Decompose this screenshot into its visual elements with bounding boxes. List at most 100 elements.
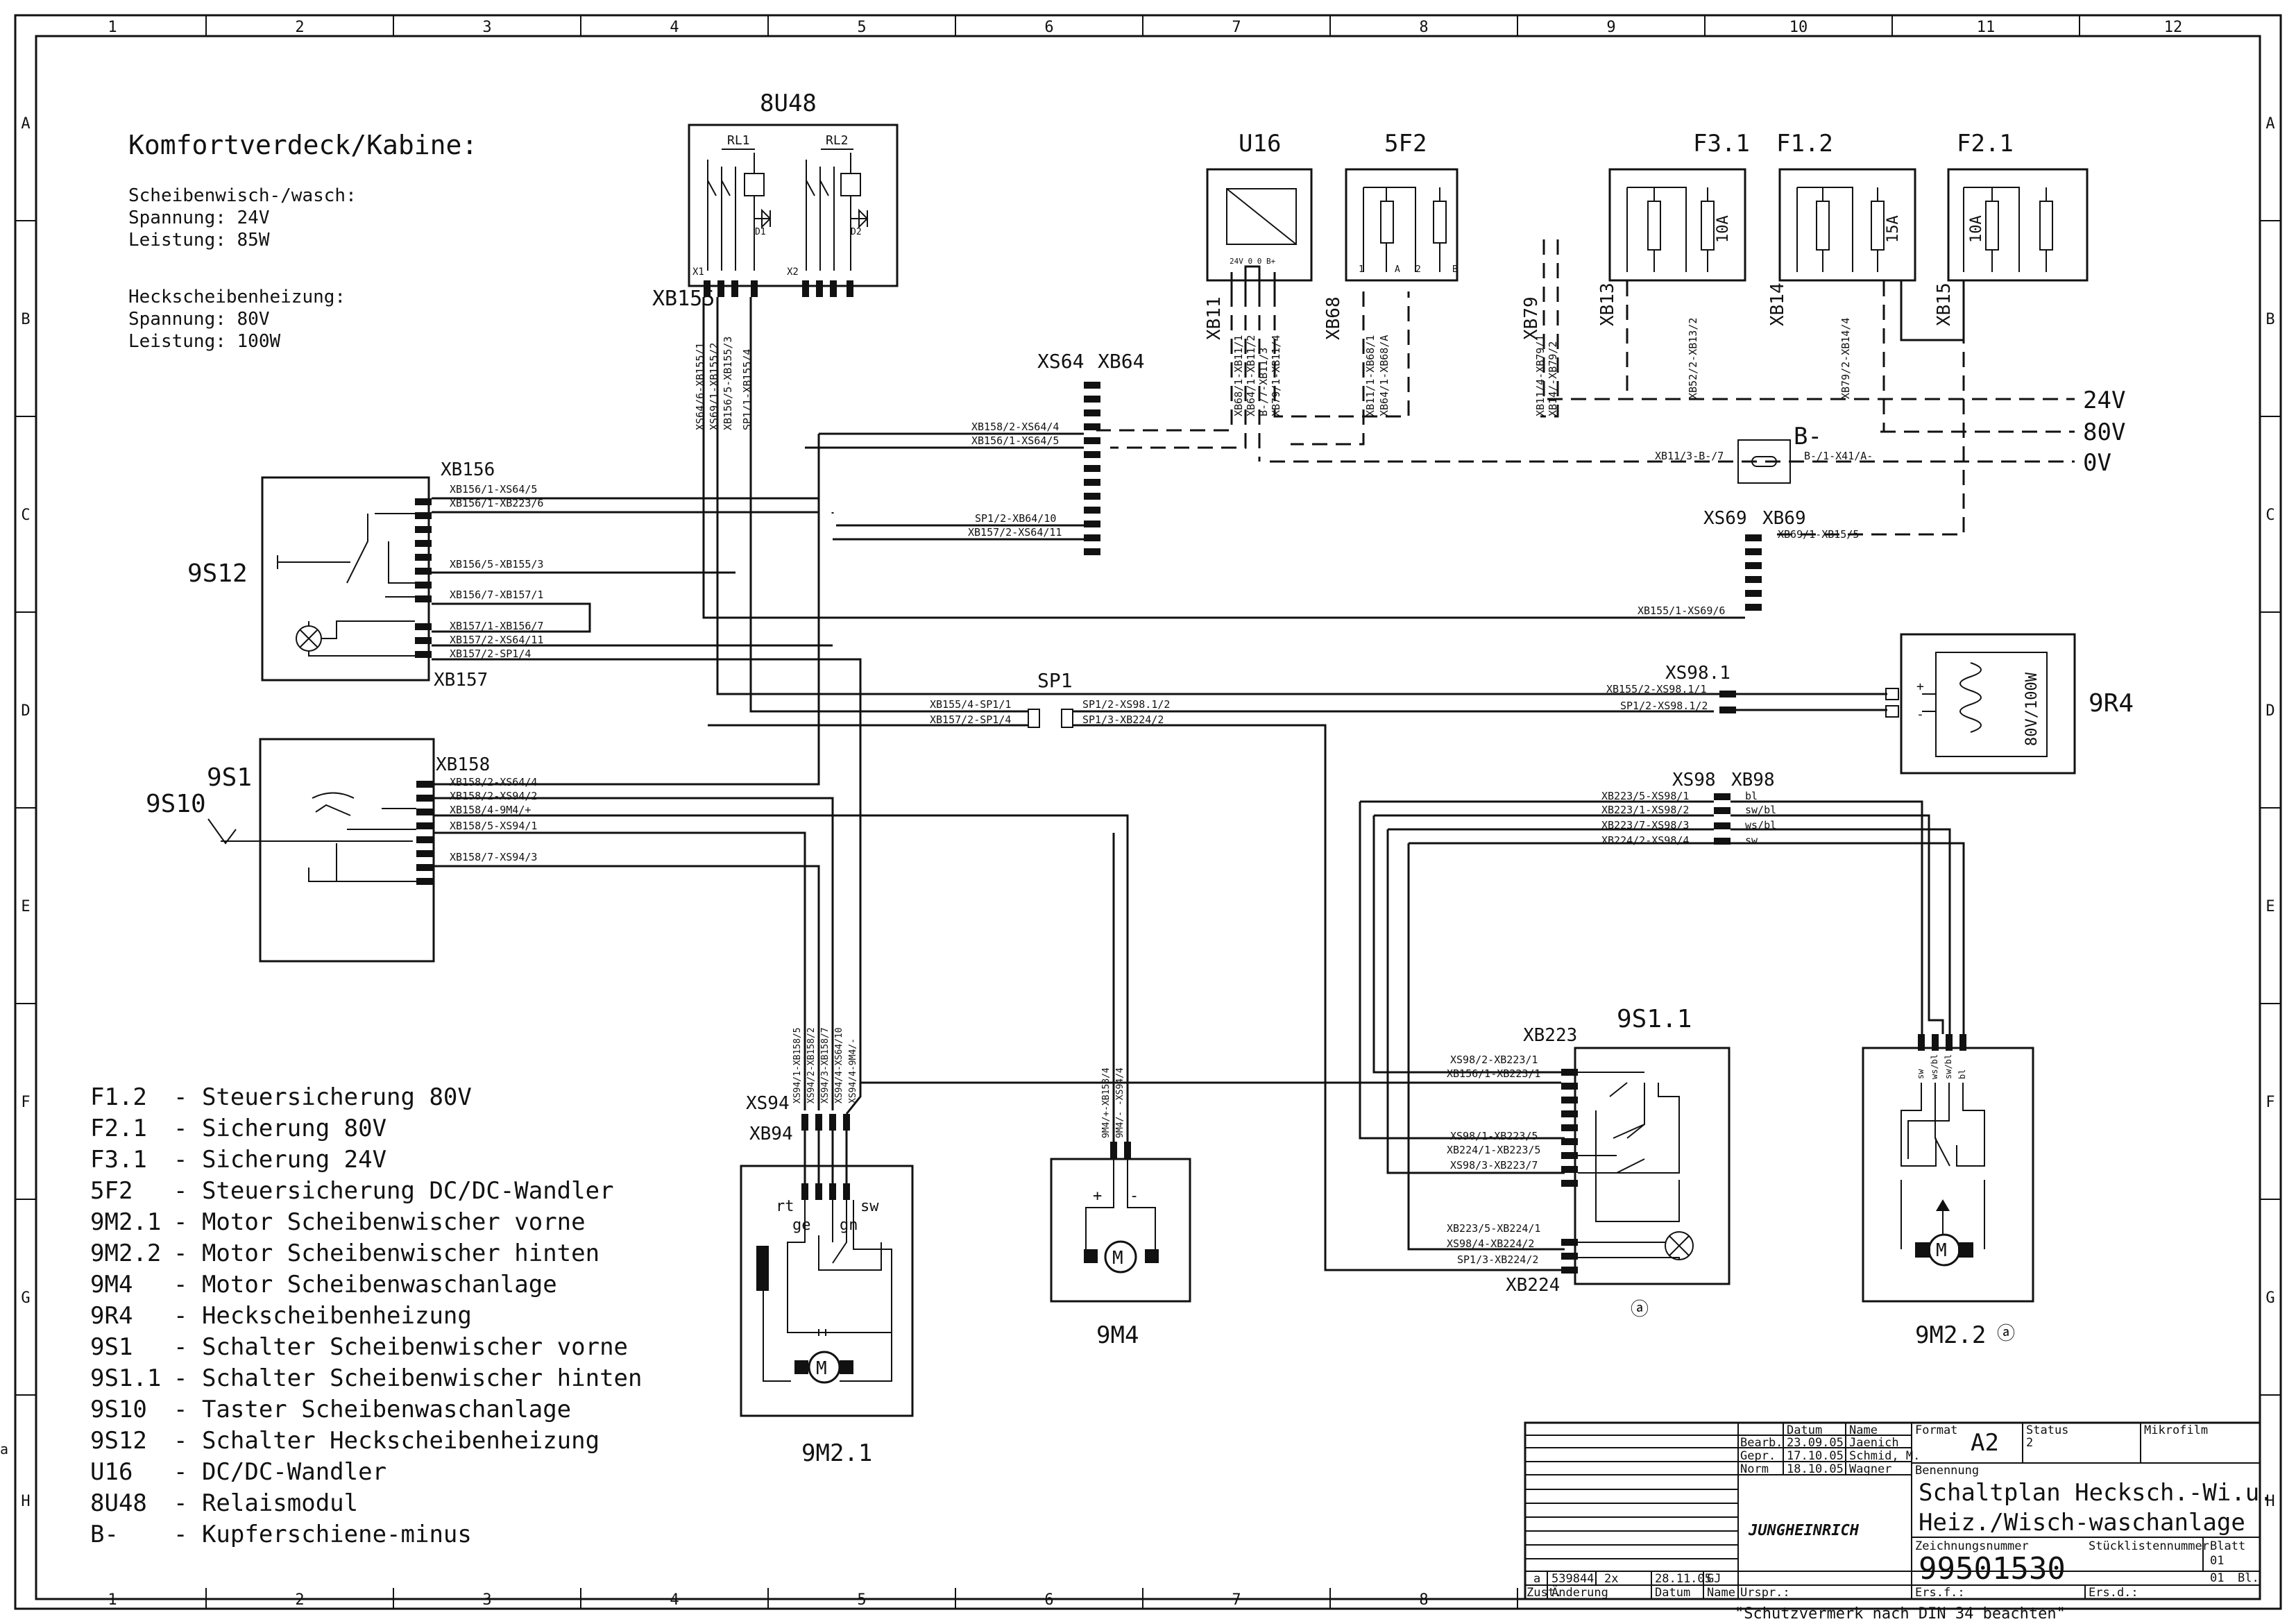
tb-title-line1: Schaltplan Hecksch.-Wi.u.: [1919, 1479, 2274, 1507]
connector-xb79-label: XB79: [1521, 296, 1542, 340]
wire-label: XB223/5-XS98/1: [1601, 790, 1689, 802]
wire-color-ge: ge: [792, 1217, 811, 1234]
tb-rev-qty: 2x: [1604, 1572, 1618, 1586]
row-label: G: [2265, 1289, 2274, 1307]
col-label: 3: [482, 19, 491, 36]
connector-xb223-label: XB223: [1523, 1025, 1577, 1046]
splice-sp1: SP1 XB155/4-SP1/1 XB157/2-SP1/4 SP1/2-XS…: [708, 297, 1714, 1271]
wire-label: XB156/1-XS64/5: [971, 434, 1059, 447]
connector-xb155-label: XB155: [652, 287, 715, 311]
legend-text: - Kupferschiene-minus: [173, 1521, 472, 1548]
col-label: 1: [108, 19, 117, 36]
wire-label: XB158/2-XS64/4: [450, 776, 537, 788]
wire-label: XB156/1-XB223/6: [450, 497, 543, 509]
col-label: 5: [857, 19, 866, 36]
tb-blatt: Blatt: [2210, 1539, 2245, 1553]
wire-label: XB156/7-XB157/1: [450, 589, 543, 601]
wire-label: XB223/1-XS98/2: [1601, 804, 1689, 816]
connector-xb69-label: XB69: [1762, 508, 1806, 529]
connector-xb15-label: XB15: [1934, 282, 1955, 326]
svg-text:M: M: [1112, 1248, 1123, 1269]
connector-xs64: XS64 XB64 XB158/2-XS64/4 XB156/1-XS64/5 …: [805, 350, 1144, 555]
wire-label: 9M4/- -XS94/4: [1115, 1067, 1125, 1138]
note-a: ⓐ: [1631, 1299, 1649, 1320]
motor-9m2-1: XS94 XB94 XS94/1-XB158/5 XS94/2-XB158/2 …: [740, 833, 914, 1467]
connector-xb157-label: XB157: [434, 670, 488, 691]
tb-stueckliste: Stücklistennummer: [2089, 1539, 2209, 1553]
wire-label: XB224/1-XB223/5: [1447, 1144, 1540, 1156]
wire-label: XS98/3-XB223/7: [1450, 1159, 1538, 1172]
wire-label: XB64/1-XB68/A: [1378, 335, 1391, 416]
fuse-rating: 10A: [1715, 215, 1732, 243]
connector-xb13-label: XB13: [1597, 282, 1618, 326]
legend-code: 8U48: [90, 1489, 147, 1517]
tb-ursp: Urspr.:: [1740, 1586, 1790, 1600]
wire-label: SP1/2-XB64/10: [975, 512, 1056, 525]
switch-9s12-label: 9S12: [187, 559, 248, 588]
wire-label: XS94/1-XB158/5: [792, 1027, 803, 1103]
legend-code: F3.1: [90, 1146, 147, 1174]
row-label: A: [2265, 115, 2274, 133]
connector-xs94-label: XS94: [746, 1093, 790, 1114]
wire-label: XS98/4-XB224/2: [1447, 1237, 1534, 1250]
row-label: E: [21, 898, 30, 915]
bottom-column-labels: 1 2 3 4 5 6 7 8: [108, 1591, 1428, 1609]
legend-code: B-: [90, 1521, 119, 1548]
wire-label: sw/bl: [1944, 1054, 1953, 1079]
col-label: 2: [295, 1591, 304, 1609]
wire-label: XB156/5-XB155/3: [722, 337, 734, 430]
heater-9r4-label: 9R4: [2089, 689, 2134, 718]
connector-xb64-label: XB64: [1098, 350, 1144, 373]
switch-9s1-label: 9S1: [207, 763, 252, 792]
connector-x1-label: X1: [692, 267, 704, 278]
connector-xs69-label: XS69: [1703, 508, 1747, 529]
wire-label: XB14/-XB79/2: [1547, 341, 1559, 416]
heater-voltage: Spannung: 80V: [128, 309, 270, 330]
legend-code: 5F2: [90, 1177, 133, 1205]
tb-status-label: Status: [2026, 1423, 2068, 1437]
tb-drawing-number: 99501530: [1919, 1551, 2066, 1587]
wire-label: XB157/2-SP1/4: [930, 713, 1011, 726]
u16-label: U16: [1239, 130, 1281, 158]
wire-color-gn: gn: [840, 1217, 858, 1234]
wire-label: XB157/1-XB156/7: [450, 620, 543, 632]
tb-gepr-name: Schmid, M.: [1849, 1449, 1920, 1463]
col-label: 10: [1789, 19, 1808, 36]
tb-schutzvermerk: "Schutzvermerk nach DIN 34 beachten": [1735, 1605, 2066, 1623]
row-label: C: [21, 507, 30, 524]
svg-text:2: 2: [1415, 264, 1421, 275]
tb-bl: Bl.: [2238, 1571, 2259, 1585]
col-label: 2: [295, 19, 304, 36]
wire-label: XB156/5-XB155/3: [450, 558, 543, 570]
col-label: 8: [1419, 19, 1428, 36]
title-block: Datum Name Format A2 Status 2 Mikrofilm …: [1524, 1421, 2274, 1623]
row-label: G: [21, 1289, 30, 1307]
row-label: B: [2265, 311, 2274, 328]
wiper-voltage: Spannung: 24V: [128, 208, 270, 228]
splice-sp1-label: SP1: [1037, 669, 1073, 692]
fuse-rating: 10A: [1968, 215, 1985, 243]
tb-zust: Zust.: [1527, 1586, 1562, 1600]
busbar-bminus-label: B-: [1794, 423, 1822, 450]
wire-label: SP1/2-XS98.1/2: [1620, 700, 1708, 712]
connector-xs98-label: XS98: [1672, 770, 1716, 790]
page-title: Komfortverdeck/Kabine:: [128, 130, 477, 160]
wire-label: XS94/4-XS64/10: [834, 1027, 844, 1103]
tb-gepr-date: 17.10.05: [1787, 1449, 1844, 1463]
wire-label: XS98/1-XB223/5: [1450, 1130, 1538, 1142]
rail-0v-label: 0V: [2083, 449, 2111, 477]
col-label: 4: [670, 19, 679, 36]
svg-text:B: B: [1452, 264, 1458, 275]
wiper-heading: Scheibenwisch-/wasch:: [128, 185, 357, 206]
col-label: 5: [857, 1591, 866, 1609]
legend-code: U16: [90, 1458, 133, 1486]
col-label: 8: [1419, 1591, 1428, 1609]
row-label: A: [21, 115, 30, 133]
col-label: 7: [1232, 19, 1241, 36]
wire-label: XS94/2-XB158/2: [806, 1027, 817, 1103]
connector-xb68-label: XB68: [1323, 296, 1344, 340]
legend-code: 9S10: [90, 1396, 147, 1423]
col-label: 7: [1232, 1591, 1241, 1609]
tb-ers-f: Ers.f.:: [1915, 1586, 1965, 1600]
